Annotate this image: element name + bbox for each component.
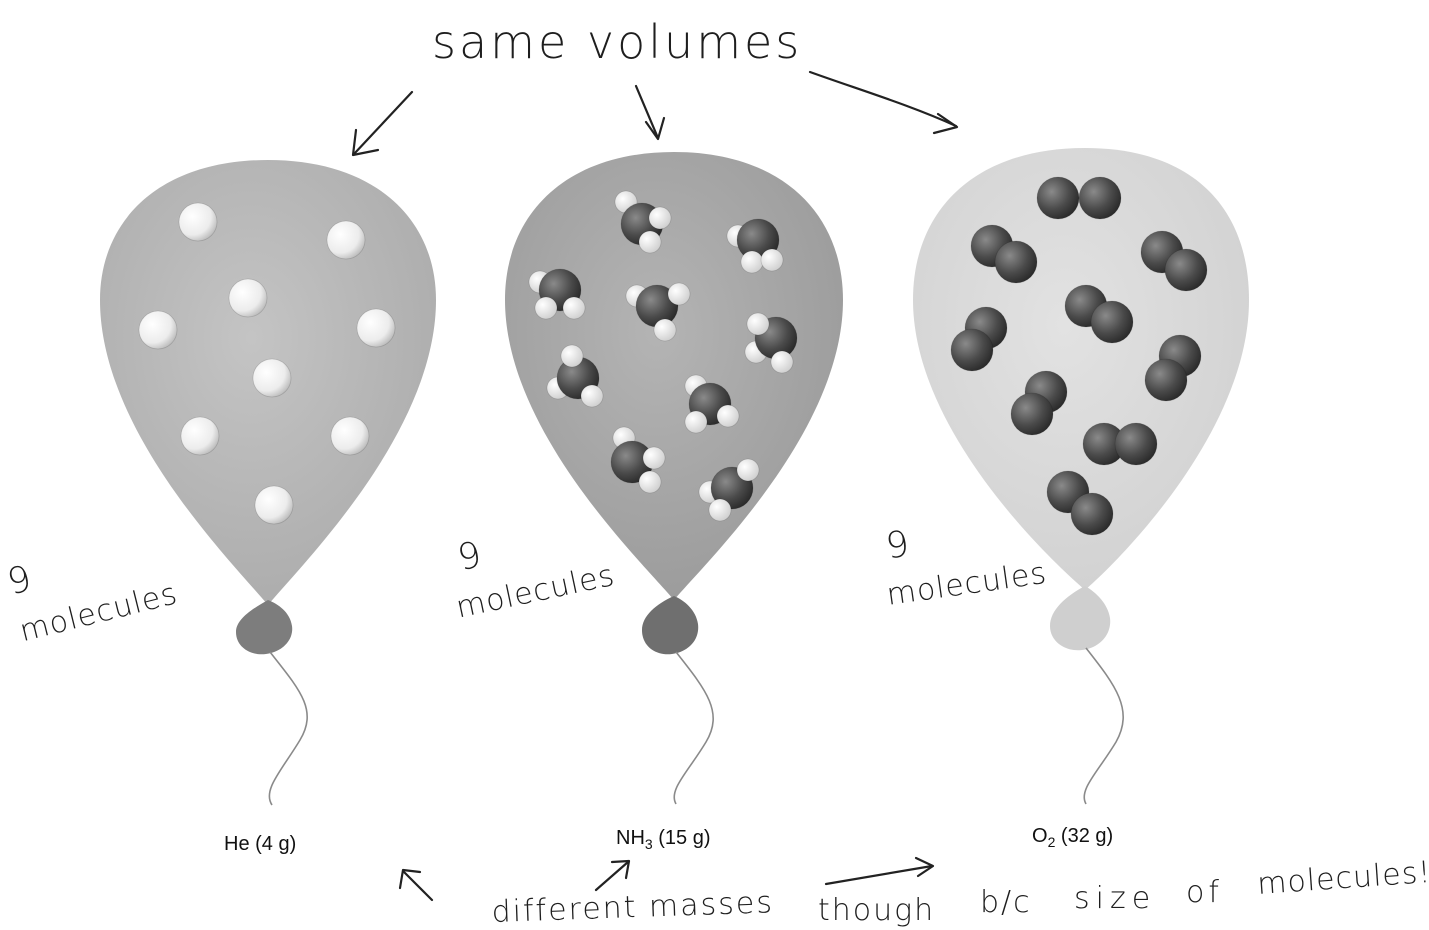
arrow-to-nh3 <box>636 86 658 138</box>
balloon-o2-string <box>1084 648 1123 804</box>
hydrogen-atom <box>741 251 763 273</box>
oxygen-atom <box>1165 249 1207 291</box>
helium-atom <box>255 486 293 524</box>
arrow-to-he <box>354 92 412 154</box>
balloon-o2 <box>913 148 1249 804</box>
bottom-note-different-masses: different masses <box>491 885 774 930</box>
helium-atom <box>253 359 291 397</box>
hydrogen-atom <box>643 447 665 469</box>
label-nh3-mass: (15 g) <box>653 827 711 849</box>
oxygen-atom <box>1079 177 1121 219</box>
hydrogen-atom <box>717 405 739 427</box>
hydrogen-atom <box>581 385 603 407</box>
label-nh3-subscript: 3 <box>645 836 653 852</box>
balloon-nh3-knot <box>642 596 698 654</box>
hydrogen-atom <box>737 459 759 481</box>
count-nh3-number: 9 <box>454 534 485 579</box>
balloon-nh3 <box>505 152 843 804</box>
count-he-label: molecules <box>16 576 181 649</box>
oxygen-atom <box>1011 393 1053 435</box>
balloon-nh3-body <box>505 152 843 600</box>
hydrogen-atom <box>685 411 707 433</box>
label-o2-mass: (32 g) <box>1055 825 1113 847</box>
arrow-to-o2-label <box>826 866 932 884</box>
hydrogen-atom <box>563 297 585 319</box>
hydrogen-atom <box>561 345 583 367</box>
hydrogen-atom <box>535 297 557 319</box>
bottom-note-of: of <box>1186 875 1223 910</box>
helium-atom <box>179 203 217 241</box>
label-he: He (4 g) <box>224 833 296 855</box>
balloon-nh3-string <box>674 652 713 804</box>
arrow-up-nh3 <box>596 862 628 890</box>
hydrogen-atom <box>639 231 661 253</box>
bottom-note: different masses though b/c size of mole… <box>491 855 1429 930</box>
helium-atom <box>331 417 369 455</box>
bottom-note-size: size <box>1074 881 1156 916</box>
same-volumes-note: same volumes <box>432 15 802 69</box>
oxygen-atom <box>995 241 1037 283</box>
bottom-note-molecules: molecules! <box>1256 855 1429 902</box>
helium-atom <box>181 417 219 455</box>
hydrogen-atom <box>761 249 783 271</box>
label-he-mass: (4 g) <box>250 833 297 855</box>
count-o2-number: 9 <box>883 524 911 568</box>
hydrogen-atom <box>649 207 671 229</box>
label-o2: O2 (32 g) <box>1032 825 1113 850</box>
balloon-o2-knot <box>1050 586 1110 650</box>
volume-arrows <box>353 72 957 155</box>
oxygen-atom <box>1091 301 1133 343</box>
hydrogen-atom <box>709 499 731 521</box>
bottom-note-though: though <box>818 893 935 928</box>
count-note-nh3: 9 molecules <box>442 508 618 626</box>
label-o2-subscript: 2 <box>1048 834 1056 850</box>
balloon-he-knot <box>236 600 292 654</box>
count-note-he: 9 molecules <box>3 525 181 649</box>
helium-atom <box>229 279 267 317</box>
hydrogen-atom <box>654 319 676 341</box>
arrow-to-o2 <box>810 72 956 126</box>
oxygen-atom <box>951 329 993 371</box>
hydrogen-atom <box>747 313 769 335</box>
hydrogen-atom <box>668 283 690 305</box>
oxygen-atom <box>1145 359 1187 401</box>
oxygen-atom <box>1071 493 1113 535</box>
helium-atom <box>139 311 177 349</box>
label-o2-formula: O <box>1032 825 1048 847</box>
label-nh3: NH3 (15 g) <box>616 827 711 852</box>
helium-atom <box>327 221 365 259</box>
hydrogen-atom <box>771 351 793 373</box>
label-nh3-formula: NH <box>616 827 645 849</box>
balloon-he-string <box>269 652 307 805</box>
oxygen-atom <box>1115 423 1157 465</box>
helium-atom <box>357 309 395 347</box>
balloon-he <box>100 160 436 805</box>
bottom-note-bc: b/c <box>980 885 1032 920</box>
oxygen-atom <box>1037 177 1079 219</box>
label-he-formula: He <box>224 833 250 855</box>
count-he-number: 9 <box>3 558 35 603</box>
hydrogen-atom <box>639 471 661 493</box>
arrow-up-he <box>404 872 432 900</box>
